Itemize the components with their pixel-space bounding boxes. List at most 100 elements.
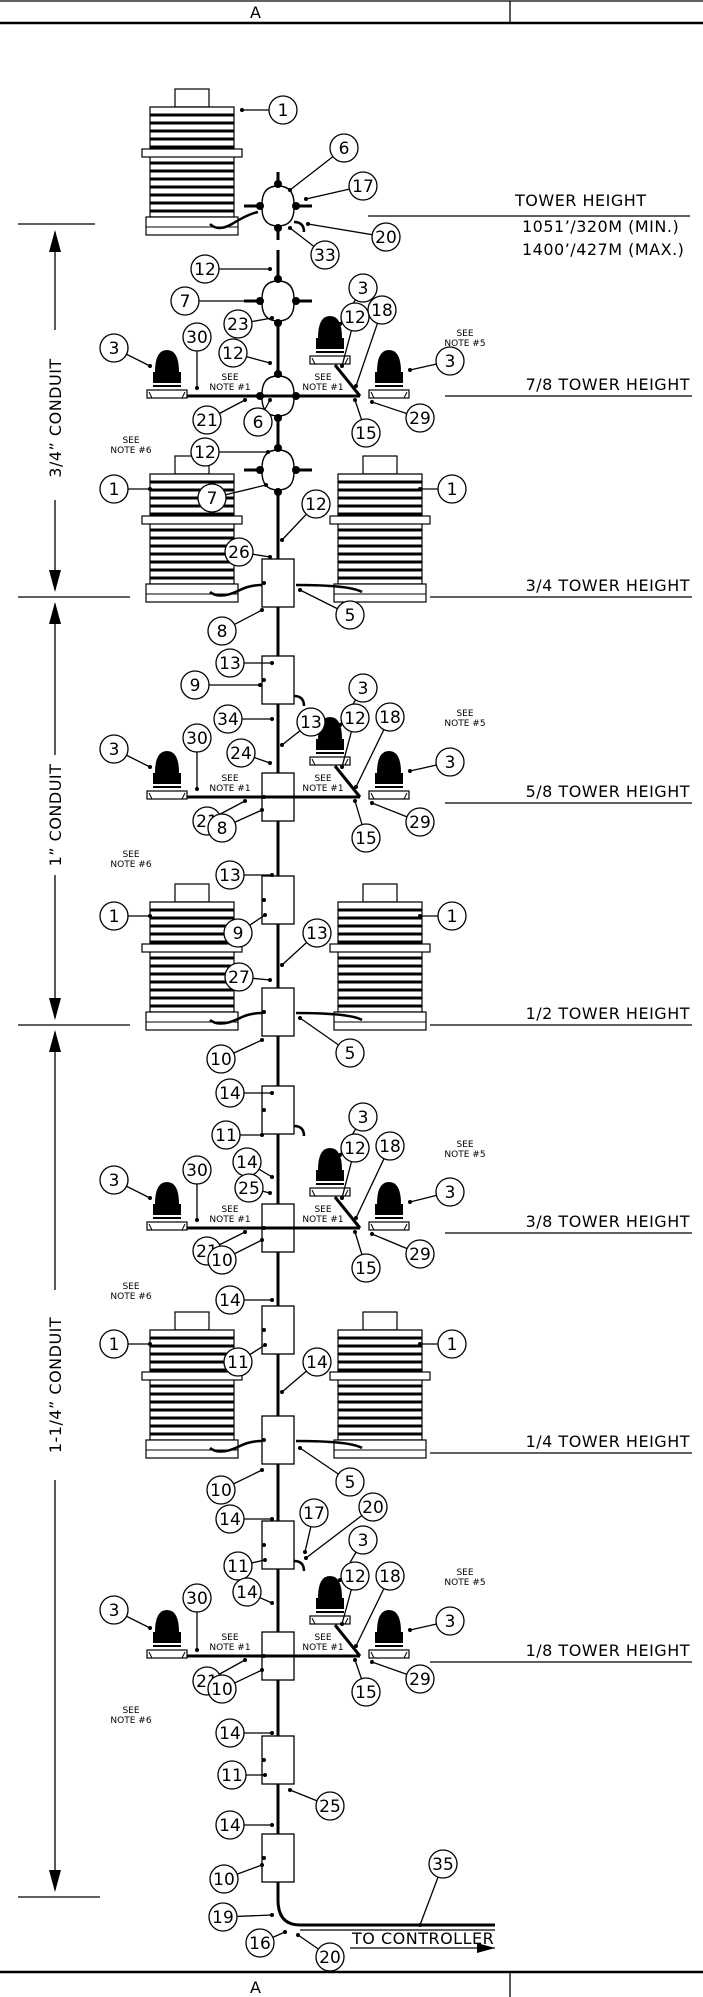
callout-bubble-10: 10 xyxy=(207,1674,237,1704)
callout-number: 7 xyxy=(207,489,218,509)
callout-number: 17 xyxy=(303,1504,325,1524)
leader-arrow-12 xyxy=(340,1622,344,1626)
callout-number: 35 xyxy=(432,1855,454,1875)
callout-number: 21 xyxy=(196,411,218,431)
leader-arrow-14 xyxy=(270,1601,274,1605)
height-label-7-8: 7/8 TOWER HEIGHT xyxy=(526,375,690,394)
leader-arrow-21 xyxy=(243,799,247,803)
leader-arrow-14 xyxy=(270,1298,274,1302)
callout-number: 18 xyxy=(379,1137,401,1157)
beacon-3-4-left xyxy=(140,454,244,604)
callout-number: 15 xyxy=(355,1683,377,1703)
callout-bubble-17: 17 xyxy=(299,1498,329,1528)
tee-11-lower xyxy=(260,1718,296,1802)
leader-arrow-20 xyxy=(296,1933,300,1937)
leader-arrow-1 xyxy=(418,1342,422,1346)
callout-bubble-24: 24 xyxy=(226,738,256,768)
callout-bubble-10: 10 xyxy=(206,1475,236,1505)
callout-number: 11 xyxy=(215,1126,237,1146)
callout-bubble-5: 5 xyxy=(335,1038,365,1068)
callout-number: 14 xyxy=(219,1084,241,1104)
leader-arrow-21 xyxy=(243,398,247,402)
callout-number: 1 xyxy=(109,1335,120,1355)
leader-arrow-5 xyxy=(298,588,302,592)
callout-number: 15 xyxy=(355,424,377,444)
conduit-label-1-1-4: 1-1/4” CONDUIT xyxy=(46,1317,65,1453)
callout-bubble-1: 1 xyxy=(99,1329,129,1359)
tee-3-4 xyxy=(260,541,296,625)
leader-arrow-34 xyxy=(270,717,274,721)
tee-11-mid2 xyxy=(260,1503,296,1587)
callout-bubble-9: 9 xyxy=(180,670,210,700)
callout-bubble-10: 10 xyxy=(206,1044,236,1074)
note-1-label: NOTE #1 xyxy=(209,1215,250,1225)
note-5-label: NOTE #5 xyxy=(444,719,485,729)
conduit-label-3-4: 3/4” CONDUIT xyxy=(46,358,65,477)
leader-arrow-7 xyxy=(258,299,262,303)
see-label: SEE xyxy=(122,1706,139,1716)
leader-arrow-1 xyxy=(418,914,422,918)
leader-arrow-3 xyxy=(148,765,152,769)
callout-bubble-12: 12 xyxy=(340,1561,370,1591)
leader-arrow-13 xyxy=(270,873,274,877)
callout-bubble-20: 20 xyxy=(315,1942,345,1972)
leader-arrow-5 xyxy=(298,1016,302,1020)
see-label: SEE xyxy=(456,1568,473,1578)
note-1-label: NOTE #1 xyxy=(302,1643,343,1653)
leader-arrow-1 xyxy=(148,1342,152,1346)
leader-arrow-16 xyxy=(283,1930,287,1934)
callout-bubble-29: 29 xyxy=(405,807,435,837)
beacon-1-4-right xyxy=(328,1310,432,1460)
leader-arrow-30 xyxy=(195,386,199,390)
leader-arrow-1 xyxy=(240,108,244,112)
leader-arrow-3 xyxy=(148,1196,152,1200)
leader-arrow-1 xyxy=(418,487,422,491)
callout-bubble-14: 14 xyxy=(215,1285,245,1315)
callout-number: 29 xyxy=(409,409,431,429)
leader-arrow-26 xyxy=(268,555,272,559)
leader-arrow-12 xyxy=(340,364,344,368)
callout-number: 3 xyxy=(445,1612,456,1632)
callout-bubble-3: 3 xyxy=(348,1525,378,1555)
leader-arrow-14 xyxy=(280,1390,284,1394)
leader-arrow-1 xyxy=(148,914,152,918)
callout-bubble-18: 18 xyxy=(367,295,397,325)
callout-number: 14 xyxy=(219,1510,241,1530)
leader-arrow-3 xyxy=(338,322,342,326)
leader-arrow-11 xyxy=(263,1558,267,1562)
callout-number: 17 xyxy=(352,177,374,197)
callout-bubble-34: 34 xyxy=(213,704,243,734)
callout-number: 14 xyxy=(219,1724,241,1744)
callout-bubble-29: 29 xyxy=(405,1239,435,1269)
callout-bubble-15: 15 xyxy=(351,418,381,448)
callout-number: 12 xyxy=(222,344,244,364)
callout-bubble-1: 1 xyxy=(99,901,129,931)
see-label: SEE xyxy=(122,850,139,860)
leader-arrow-21 xyxy=(243,1230,247,1234)
tee-9-upper xyxy=(260,638,296,722)
callout-bubble-3: 3 xyxy=(99,1165,129,1195)
leader-arrow-14 xyxy=(270,1091,274,1095)
callout-number: 6 xyxy=(339,139,350,159)
leader-arrow-15 xyxy=(353,1658,357,1662)
callout-number: 15 xyxy=(355,1259,377,1279)
callout-bubble-3: 3 xyxy=(99,734,129,764)
callout-number: 1 xyxy=(447,907,458,927)
callout-bubble-12: 12 xyxy=(218,338,248,368)
see-label: SEE xyxy=(314,1633,331,1643)
leader-arrow-14 xyxy=(270,1731,274,1735)
callout-number: 9 xyxy=(190,676,201,696)
see-label: SEE xyxy=(314,774,331,784)
note-1-label: NOTE #1 xyxy=(209,1643,250,1653)
callout-bubble-30: 30 xyxy=(182,723,212,753)
callout-bubble-20: 20 xyxy=(358,1492,388,1522)
leader-arrow-33 xyxy=(288,226,292,230)
callout-bubble-13: 13 xyxy=(302,918,332,948)
note-6-label: NOTE #6 xyxy=(110,1716,151,1726)
leader-arrow-15 xyxy=(353,1230,357,1234)
tee-1-2 xyxy=(260,970,296,1054)
callout-bubble-15: 15 xyxy=(351,1677,381,1707)
callout-bubble-23: 23 xyxy=(223,309,253,339)
height-label-1-2: 1/2 TOWER HEIGHT xyxy=(526,1004,690,1023)
leader-arrow-9 xyxy=(263,913,267,917)
